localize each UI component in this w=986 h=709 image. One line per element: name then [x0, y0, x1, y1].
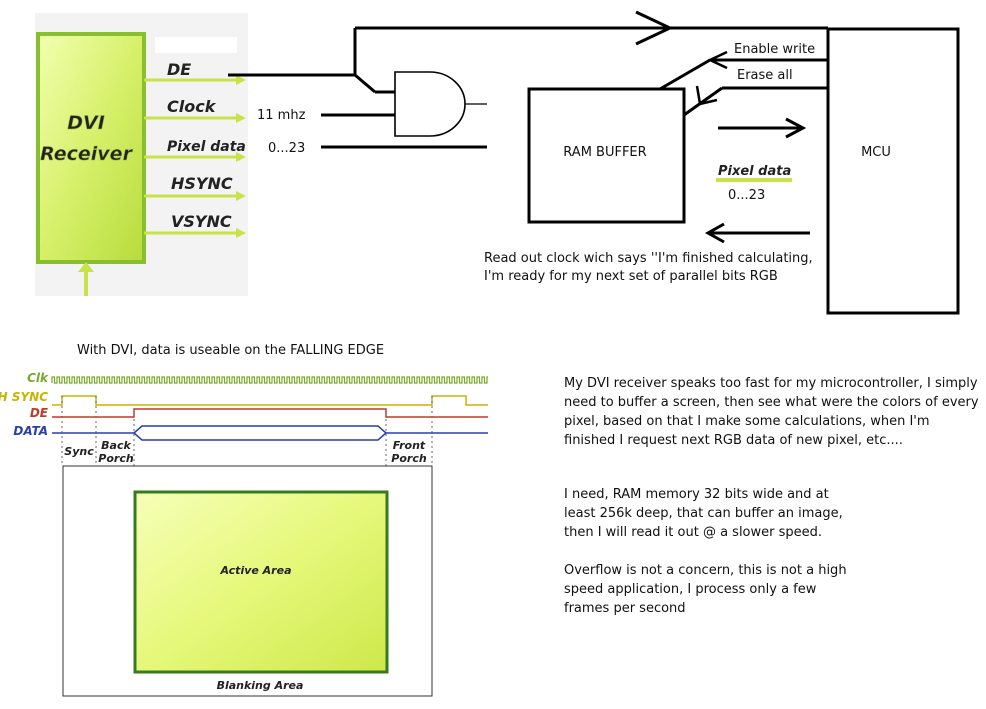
note-paragraph-3: Overflow is not a concern, this is not a… [564, 563, 847, 616]
pixel-data-range: 0...23 [728, 188, 765, 203]
back-porch-label-2: Porch [98, 452, 134, 465]
back-porch-label-1: Back [101, 439, 131, 452]
readout-caption-line2: I'm ready for my next set of parallel bi… [484, 269, 778, 284]
timing-heading: With DVI, data is useable on the FALLING… [77, 343, 384, 358]
wires [228, 26, 828, 149]
pixel-data-tag: Pixel data [718, 164, 791, 179]
note-paragraph-2: I need, RAM memory 32 bits wide and at l… [564, 487, 843, 540]
active-area-label: Active Area [219, 564, 291, 577]
dvi-receiver-label-2: Receiver [40, 143, 134, 165]
front-porch-label-1: Front [393, 439, 426, 452]
ram-buffer-label: RAM BUFFER [563, 145, 646, 160]
de-waveform [52, 408, 488, 418]
de-label: DE [30, 406, 49, 420]
enable-write-label: Enable write [734, 42, 815, 57]
control-lines [659, 50, 828, 117]
front-porch-label-2: Porch [391, 452, 427, 465]
signal-pixel-data-label: Pixel data [167, 139, 246, 155]
blanking-area-label: Blanking Area [217, 679, 304, 692]
dvi-receiver-block: DVI Receiver [35, 13, 248, 296]
arrow-ram-to-mcu [718, 117, 807, 139]
erase-all-label: Erase all [737, 68, 793, 83]
ram-buffer-box [527, 87, 686, 224]
hsync-label: H SYNC [0, 390, 48, 404]
data-label: DATA [13, 424, 48, 438]
mcu-box [826, 27, 960, 315]
signal-clock-label: Clock [167, 97, 217, 116]
phase-separators [61, 396, 433, 492]
active-area [133, 490, 389, 674]
signal-vsync-label: VSYNC [171, 212, 232, 231]
arrow-top-to-mcu [635, 10, 674, 46]
note-paragraph-1: My DVI receiver speaks too fast for my m… [564, 376, 979, 448]
and-gate [394, 71, 466, 137]
timing-signal-labels: Clk H SYNC DE DATA [0, 371, 49, 438]
sync-label: Sync [64, 445, 94, 458]
hsync-waveform [52, 395, 488, 406]
clk-label: Clk [27, 371, 49, 385]
signal-de-label: DE [167, 60, 191, 79]
dvi-receiver-label-1: DVI [67, 112, 105, 134]
arrow-mcu-to-ram [704, 222, 810, 244]
data-waveform [52, 425, 488, 441]
pixel-range-label: 0...23 [268, 141, 305, 156]
clock-frequency-label: 11 mhz [257, 108, 306, 123]
clk-waveform [51, 376, 488, 384]
readout-caption-line1: Read out clock wich says ''I'm finished … [484, 251, 813, 266]
dvi-signal-arrows [144, 75, 246, 238]
mcu-label: MCU [861, 145, 891, 160]
signal-hsync-label: HSYNC [171, 174, 233, 193]
